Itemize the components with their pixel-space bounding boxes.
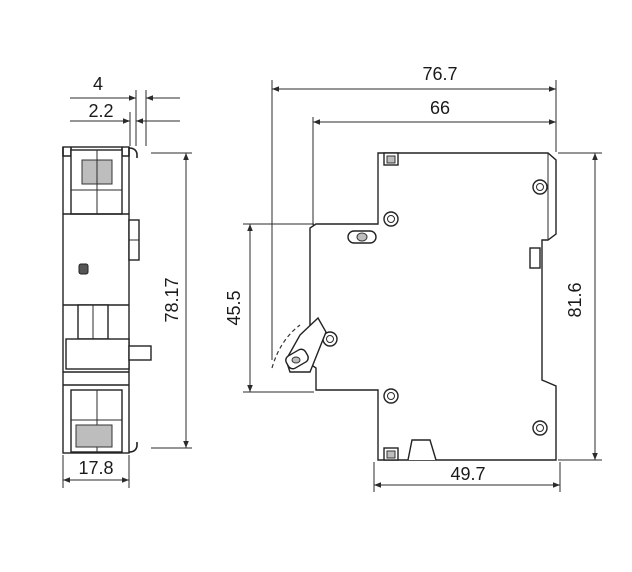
dim-side-top-offset: 2.2: [88, 101, 113, 121]
side-bottom-hook: [128, 442, 138, 453]
dim-front-bottom-width: 49.7: [450, 464, 485, 484]
side-pin: [128, 345, 152, 361]
side-top-hook: [128, 147, 138, 158]
front-view: 76.7 66 45.5 81.6 49.7: [224, 64, 602, 492]
side-view: 4 2.2 78.17 17.8: [62, 74, 192, 488]
dim-side-height: 78.17: [162, 277, 182, 322]
dim-front-left-height: 45.5: [224, 290, 244, 325]
dim-front-total-width: 76.7: [422, 64, 457, 84]
front-bottom-latch: [407, 439, 437, 461]
dim-front-body-width: 66: [430, 98, 450, 118]
dim-side-top-width: 4: [93, 74, 103, 94]
front-screw-holes: [322, 179, 548, 436]
dim-side-bottom-width: 17.8: [78, 458, 113, 478]
side-bottom-screw: [75, 424, 113, 448]
side-handle: [65, 338, 130, 370]
dim-front-right-height: 81.6: [565, 282, 585, 317]
front-body-outline: [309, 152, 557, 461]
front-lever: [271, 316, 327, 373]
front-right-tab: [529, 247, 541, 269]
side-indicator: [78, 263, 89, 275]
